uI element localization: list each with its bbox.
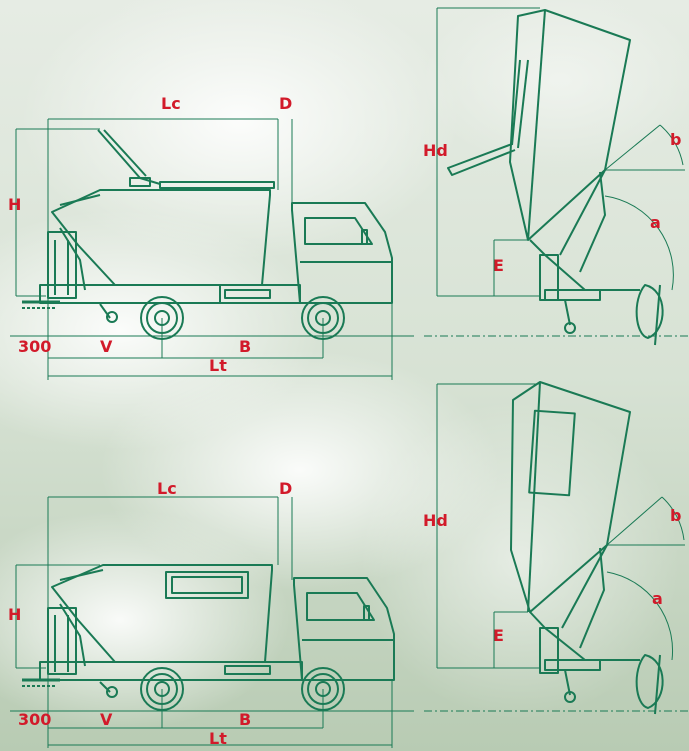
top-side-label-300: 300 (18, 337, 52, 356)
bottom-rear-label-a: a (652, 589, 663, 608)
bottom-side-label-h: H (8, 605, 22, 624)
bottom-rear-label-e: E (493, 626, 504, 645)
top-rear-label-hd: Hd (423, 141, 448, 160)
bottom-side-label-300: 300 (18, 710, 52, 729)
top-side-dimension-lines (10, 118, 689, 380)
top-rear-label-a: a (650, 213, 661, 232)
bottom-side-view-truck (22, 564, 395, 711)
bottom-rear-label-b: b (670, 506, 682, 525)
bottom-rear-label-hd: Hd (423, 511, 448, 530)
top-side-label-v: V (100, 337, 113, 356)
bottom-side-label-lt: Lt (209, 729, 227, 748)
bottom-side-label-lc: Lc (157, 479, 177, 498)
bottom-side-label-b: B (239, 710, 252, 729)
top-rear-label-b: b (670, 130, 682, 149)
top-side-label-lc: Lc (161, 94, 181, 113)
top-rear-label-e: E (493, 256, 504, 275)
bottom-side-label-d: D (279, 479, 293, 498)
top-side-label-b: B (239, 337, 252, 356)
bottom-rear-dimension-lines (436, 383, 685, 669)
bottom-side-label-v: V (100, 710, 113, 729)
bottom-side-dimension-lines (10, 496, 689, 748)
top-side-label-lt: Lt (209, 356, 227, 375)
bottom-rear-view-tipped-skip (510, 381, 664, 715)
top-side-label-h: H (8, 195, 22, 214)
top-rear-dimension-lines (436, 7, 685, 297)
top-side-label-d: D (279, 94, 293, 113)
